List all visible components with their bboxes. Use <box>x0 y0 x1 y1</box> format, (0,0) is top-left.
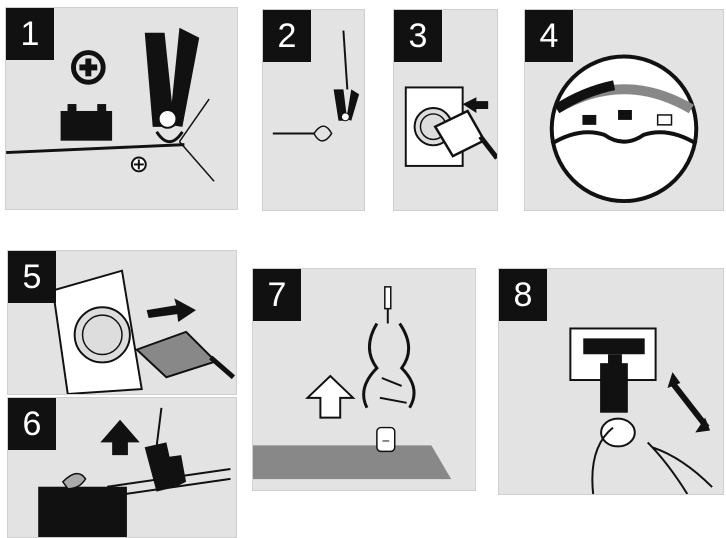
battery-icon <box>61 104 112 141</box>
negative-terminal-sign: − <box>382 432 390 448</box>
step-number: 2 <box>263 10 311 62</box>
clamp-icon <box>364 287 414 408</box>
arrow-right-icon <box>147 298 196 322</box>
plug-icon <box>137 332 234 377</box>
clamp-icon <box>145 408 186 492</box>
arrow-up-down-icon <box>667 372 710 432</box>
step-1-panel: 1 <box>5 7 238 210</box>
step-number: 1 <box>6 8 54 60</box>
positive-terminal-icon <box>132 158 146 172</box>
arrow-up-outline-icon <box>308 376 354 418</box>
slider-housing-icon <box>570 328 655 412</box>
battery-icon <box>38 474 127 537</box>
step-number: 8 <box>499 269 547 321</box>
step-6-panel: 6 <box>7 397 237 538</box>
hand-icon <box>592 419 712 494</box>
charge-gauge-icon <box>552 57 697 202</box>
step-number: 7 <box>253 269 301 321</box>
step-number: 3 <box>394 10 442 62</box>
step-4-panel: 4 <box>524 9 724 211</box>
step-5-panel: 5 <box>7 250 237 395</box>
arrow-up-icon <box>100 420 139 455</box>
step-3-panel: 3 <box>393 9 498 211</box>
clamp-icon <box>334 31 359 121</box>
step-7-panel: 7 − <box>252 268 476 491</box>
step-number: 6 <box>8 398 56 450</box>
socket-icon <box>53 271 142 394</box>
step-number: 5 <box>8 251 56 303</box>
step-number: 4 <box>525 10 573 62</box>
step-2-panel: 2 <box>262 9 365 211</box>
positive-sign-icon <box>73 53 103 83</box>
step-8-panel: 8 <box>498 268 724 495</box>
